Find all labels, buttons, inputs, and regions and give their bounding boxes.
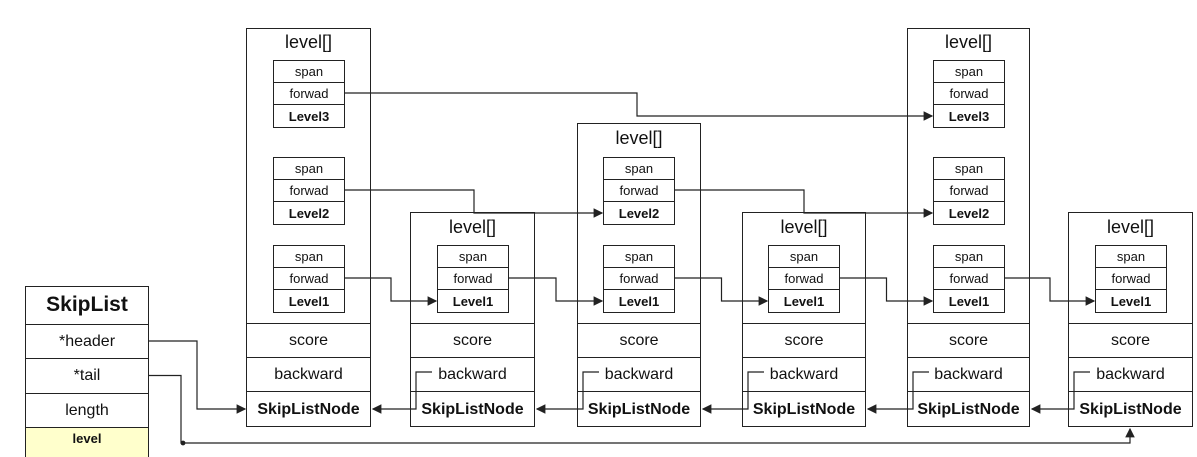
forward-arrow (345, 277, 438, 306)
forward-pointer: forwad (273, 267, 345, 289)
backward-pointer: backward (246, 357, 371, 391)
span-label: span (294, 63, 324, 79)
span-label: span (624, 248, 654, 264)
backward-arrow (701, 371, 764, 414)
node-name: SkipListNode (1068, 391, 1193, 427)
backward-arrow (1030, 371, 1090, 414)
forward-pointer: forwad (933, 82, 1005, 104)
node-name: SkipListNode (907, 391, 1030, 427)
forward-pointer: forwad (933, 179, 1005, 201)
forward-arrow (675, 189, 934, 218)
level-group (603, 245, 675, 313)
forward-pointer: forwad (933, 267, 1005, 289)
backward-arrow (535, 371, 599, 414)
skiplist-title: SkipList (46, 293, 128, 316)
level-array-label: level[] (1106, 217, 1155, 237)
span-label: span (624, 160, 654, 176)
tail-dot (180, 440, 186, 446)
level-name: Level3 (933, 104, 1005, 127)
level-name: Level3 (273, 104, 345, 127)
node-name: SkipListNode (246, 391, 371, 427)
level-name: Level1 (603, 289, 675, 312)
skiplist-struct (25, 286, 149, 452)
span-label: span (294, 160, 324, 176)
level-array-label: level[] (615, 128, 663, 148)
level-group (933, 245, 1005, 313)
level-array-label: level[] (780, 217, 828, 237)
backward-pointer: backward (410, 357, 535, 391)
level-array-label: level[] (284, 32, 333, 52)
span-label: span (789, 248, 819, 264)
span-label: span (294, 248, 324, 264)
forward-pointer: forwad (603, 267, 675, 289)
span-label: span (954, 248, 984, 264)
level-group (768, 245, 840, 313)
forward-arrow (345, 189, 604, 218)
forward-pointer: forwad (437, 267, 509, 289)
forward-pointer: forwad (768, 267, 840, 289)
backward-pointer: backward (742, 357, 866, 391)
forward-arrow (1005, 277, 1096, 306)
score-field: score (246, 323, 371, 357)
backward-pointer: backward (577, 357, 701, 391)
forward-pointer: forwad (273, 82, 345, 104)
level-group (603, 157, 675, 225)
span-label: span (954, 160, 984, 176)
span-label: span (954, 63, 984, 79)
backward-arrow (371, 371, 432, 414)
tail-arrow (149, 374, 1135, 444)
level-group (273, 245, 345, 313)
score-field: score (907, 323, 1030, 357)
forward-pointer: forwad (273, 179, 345, 201)
node-name: SkipListNode (742, 391, 866, 427)
level-group (933, 157, 1005, 225)
level-name: Level1 (768, 289, 840, 312)
level-name: Level1 (933, 289, 1005, 312)
forward-arrow (840, 277, 934, 306)
level-name: Level1 (437, 289, 509, 312)
forward-arrow (345, 92, 934, 121)
level-name: Level2 (933, 201, 1005, 224)
span-label: span (1116, 248, 1146, 264)
forward-arrow (509, 277, 604, 306)
forward-pointer: forwad (603, 179, 675, 201)
level-array-label: level[] (448, 217, 497, 237)
forward-arrow (675, 277, 769, 306)
backward-pointer: backward (907, 357, 1030, 391)
level-group (933, 60, 1005, 128)
level-group (273, 60, 345, 128)
backward-pointer: backward (1068, 357, 1193, 391)
level-name: Level1 (273, 289, 345, 312)
level-name: Level1 (1095, 289, 1167, 312)
level-group (1095, 245, 1167, 313)
level-group (437, 245, 509, 313)
score-field: score (577, 323, 701, 357)
node-name: SkipListNode (410, 391, 535, 427)
level-group (273, 157, 345, 225)
length-field: length (25, 393, 149, 427)
forward-pointer: forwad (1095, 267, 1167, 289)
tail-pointer: *tail (25, 358, 149, 393)
node-name: SkipListNode (577, 391, 701, 427)
backward-arrow (866, 371, 929, 414)
level-name: Level2 (603, 201, 675, 224)
score-field: score (410, 323, 535, 357)
level-name: Level2 (273, 201, 345, 224)
level-array-label: level[] (944, 32, 993, 52)
header-arrow (149, 340, 247, 414)
header-pointer: *header (25, 324, 149, 358)
score-field: score (1068, 323, 1193, 357)
span-label: span (458, 248, 488, 264)
score-field: score (742, 323, 866, 357)
